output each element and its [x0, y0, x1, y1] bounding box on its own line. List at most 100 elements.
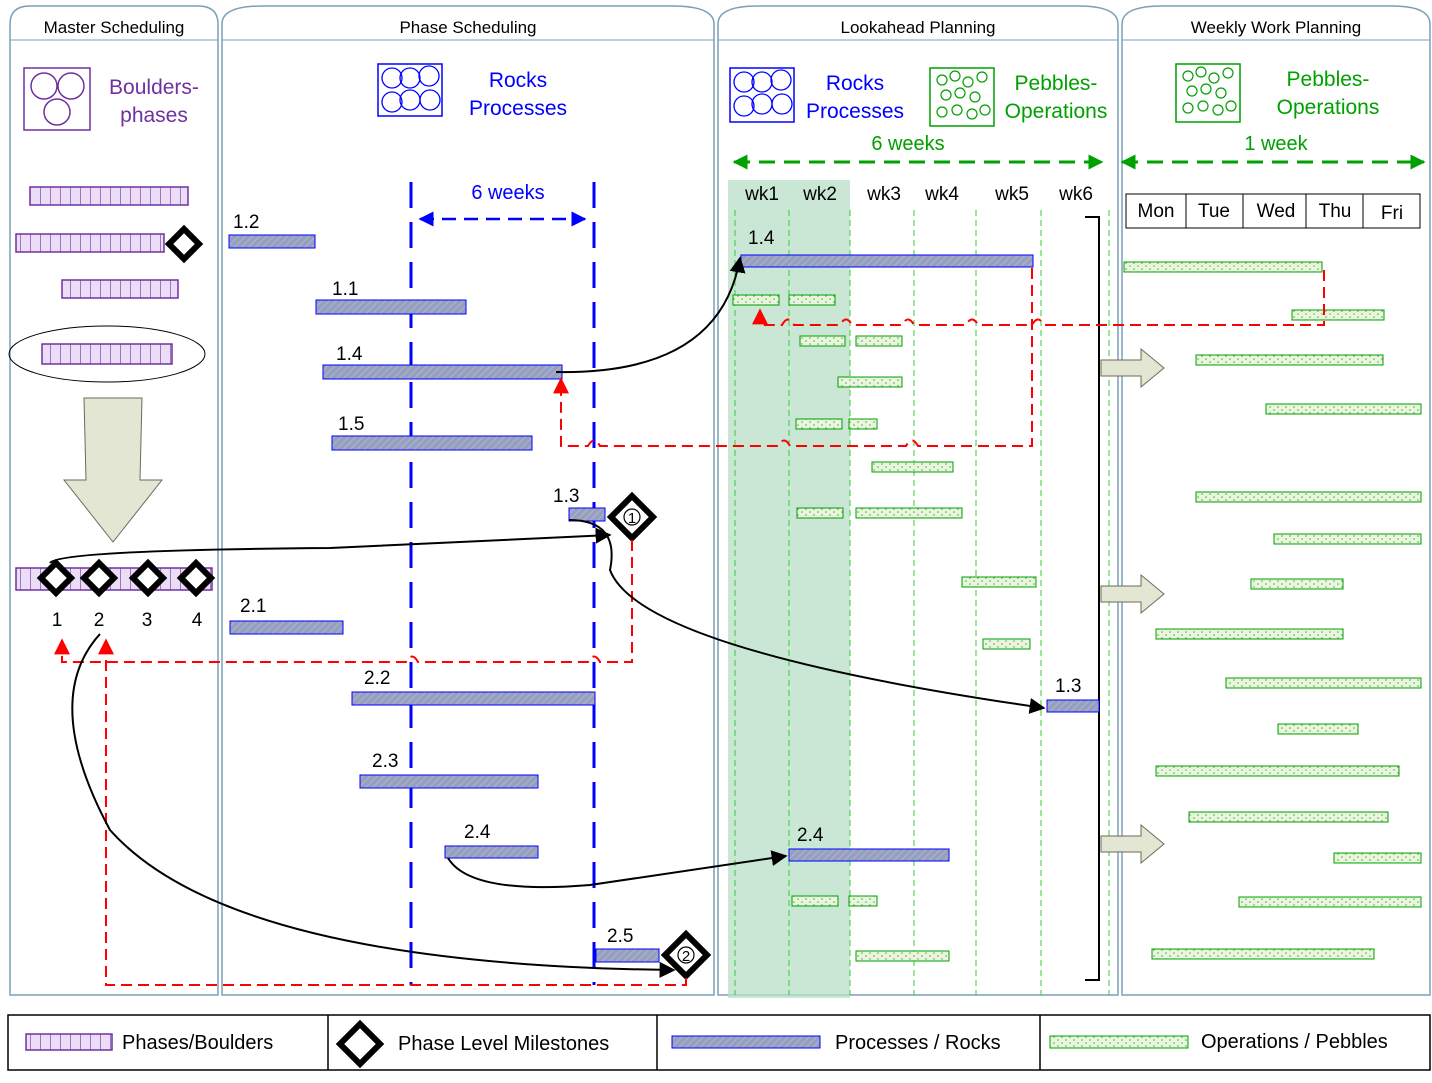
weekly-column-title: Weekly Work Planning — [1191, 18, 1361, 37]
process-bar-2-4 — [444, 845, 539, 859]
week-gridlines — [734, 210, 1110, 995]
weekly-operation-bars — [1123, 261, 1422, 960]
red-feedback-lines — [54, 268, 1325, 986]
day-label-thu: Thu — [1319, 201, 1352, 222]
process-label-2-1: 2.1 — [240, 596, 266, 617]
operation-bar — [1123, 261, 1323, 273]
boulder-bar — [15, 233, 165, 253]
day-header-table — [1125, 193, 1421, 229]
operation-bar — [799, 335, 846, 347]
process-bar-1-1 — [315, 299, 467, 315]
boulders-label-1: Boulders- — [109, 76, 199, 99]
process-label-2-5: 2.5 — [607, 926, 633, 947]
process-bar-2-3 — [359, 774, 539, 789]
process-bar-1-3 — [568, 507, 606, 522]
operation-bar — [855, 507, 963, 519]
milestone-label-1: 1 — [52, 610, 63, 631]
lookahead-rocks-label-2: Processes — [806, 100, 904, 123]
process-bar-2-2 — [351, 691, 596, 706]
legend-phase-swatch — [25, 1033, 113, 1051]
weekly-span-label: 1 week — [1244, 133, 1308, 155]
operation-bar — [1277, 723, 1359, 735]
process-label-1-4: 1.4 — [336, 344, 363, 365]
week-label-6: wk6 — [1058, 184, 1093, 205]
operation-bar — [791, 895, 839, 907]
process-bar-2-1 — [229, 620, 344, 635]
process-label-2-3: 2.3 — [372, 751, 398, 772]
operation-bar — [837, 376, 903, 388]
operation-bar — [1195, 354, 1384, 366]
week-label-4: wk4 — [924, 184, 959, 205]
operation-bar — [1238, 896, 1422, 908]
operation-bar — [1273, 533, 1422, 545]
process-bar-1-2 — [228, 234, 316, 249]
boulders-label-2: phases — [120, 104, 188, 127]
operation-bar — [795, 418, 843, 430]
lookahead-column-title: Lookahead Planning — [840, 18, 995, 37]
column-frames — [9, 5, 1431, 996]
phase-milestone-2-label: 2 — [682, 948, 690, 965]
day-label-tue: Tue — [1198, 201, 1230, 222]
operation-bar — [1188, 811, 1389, 823]
lookahead-span-label: 6 weeks — [871, 133, 944, 155]
master-column-title: Master Scheduling — [44, 18, 185, 37]
operation-bar — [788, 294, 836, 306]
milestone-label-3: 3 — [142, 610, 153, 631]
weekly-column-frame — [1121, 5, 1431, 996]
milestone-2-icon — [79, 558, 119, 598]
rocks-icon-lookahead — [729, 67, 795, 123]
lookahead-pebbles-label-1: Pebbles- — [1015, 72, 1098, 95]
window-label: 6 weeks — [471, 182, 544, 204]
operation-bar — [1225, 677, 1422, 689]
lookahead-pebbles-label-2: Operations — [1005, 100, 1108, 123]
operation-bar — [1333, 852, 1422, 864]
operation-bar — [855, 950, 950, 962]
operation-bar — [1291, 309, 1385, 321]
milestone-icon — [164, 224, 204, 264]
operation-bar — [796, 507, 844, 519]
operation-bar — [1265, 403, 1422, 415]
process-label-1-3: 1.3 — [553, 486, 579, 507]
pebbles-icon-weekly — [1175, 63, 1241, 123]
week-label-3: wk3 — [866, 184, 901, 205]
milestone-label-2: 2 — [94, 610, 105, 631]
rocks-label-2: Processes — [469, 97, 567, 120]
legend-milestone-icon — [335, 1019, 385, 1069]
legend-process-swatch — [671, 1035, 821, 1049]
legend-phases-label: Phases/Boulders — [122, 1032, 273, 1054]
lookahead-process-2-4 — [788, 848, 950, 862]
boulder-group-ellipse — [8, 325, 206, 383]
lookahead-process-1-3 — [1046, 699, 1100, 713]
black-connector-arrows — [49, 256, 1046, 978]
lookahead-rocks-label-1: Rocks — [826, 72, 884, 95]
process-bar-1-4 — [322, 364, 563, 380]
process-bar-1-5 — [331, 435, 533, 451]
operation-bar — [961, 576, 1037, 588]
master-column-frame — [9, 5, 219, 996]
legend-processes-label: Processes / Rocks — [835, 1032, 1001, 1054]
phase-column-frame — [221, 5, 715, 996]
milestone-3-icon — [128, 558, 168, 598]
weekly-pebbles-label-1: Pebbles- — [1287, 68, 1370, 91]
phase-milestone-1-label: 1 — [628, 510, 636, 527]
day-label-mon: Mon — [1138, 201, 1175, 222]
right-arrow-icon — [1100, 347, 1165, 389]
operation-bar — [1155, 765, 1400, 777]
milestone-4-icon — [176, 558, 216, 598]
operation-bar — [1195, 491, 1422, 503]
day-label-wed: Wed — [1257, 201, 1296, 222]
legend-operations-label: Operations / Pebbles — [1201, 1031, 1388, 1053]
pebbles-icon-lookahead — [929, 67, 995, 127]
process-label-1-2: 1.2 — [233, 212, 259, 233]
operation-bar — [982, 638, 1031, 650]
lookahead-process-label-2-4: 2.4 — [797, 825, 824, 846]
lookahead-process-1-4 — [740, 254, 1034, 268]
day-label-fri: Fri — [1381, 203, 1403, 224]
legend-operation-swatch — [1049, 1035, 1189, 1049]
boulder-bar — [61, 279, 179, 299]
process-label-1-1: 1.1 — [332, 279, 358, 300]
operation-bar — [848, 418, 878, 430]
boulders-icon — [23, 67, 91, 131]
week-label-1: wk1 — [744, 184, 779, 205]
process-bar-2-5 — [595, 948, 660, 963]
